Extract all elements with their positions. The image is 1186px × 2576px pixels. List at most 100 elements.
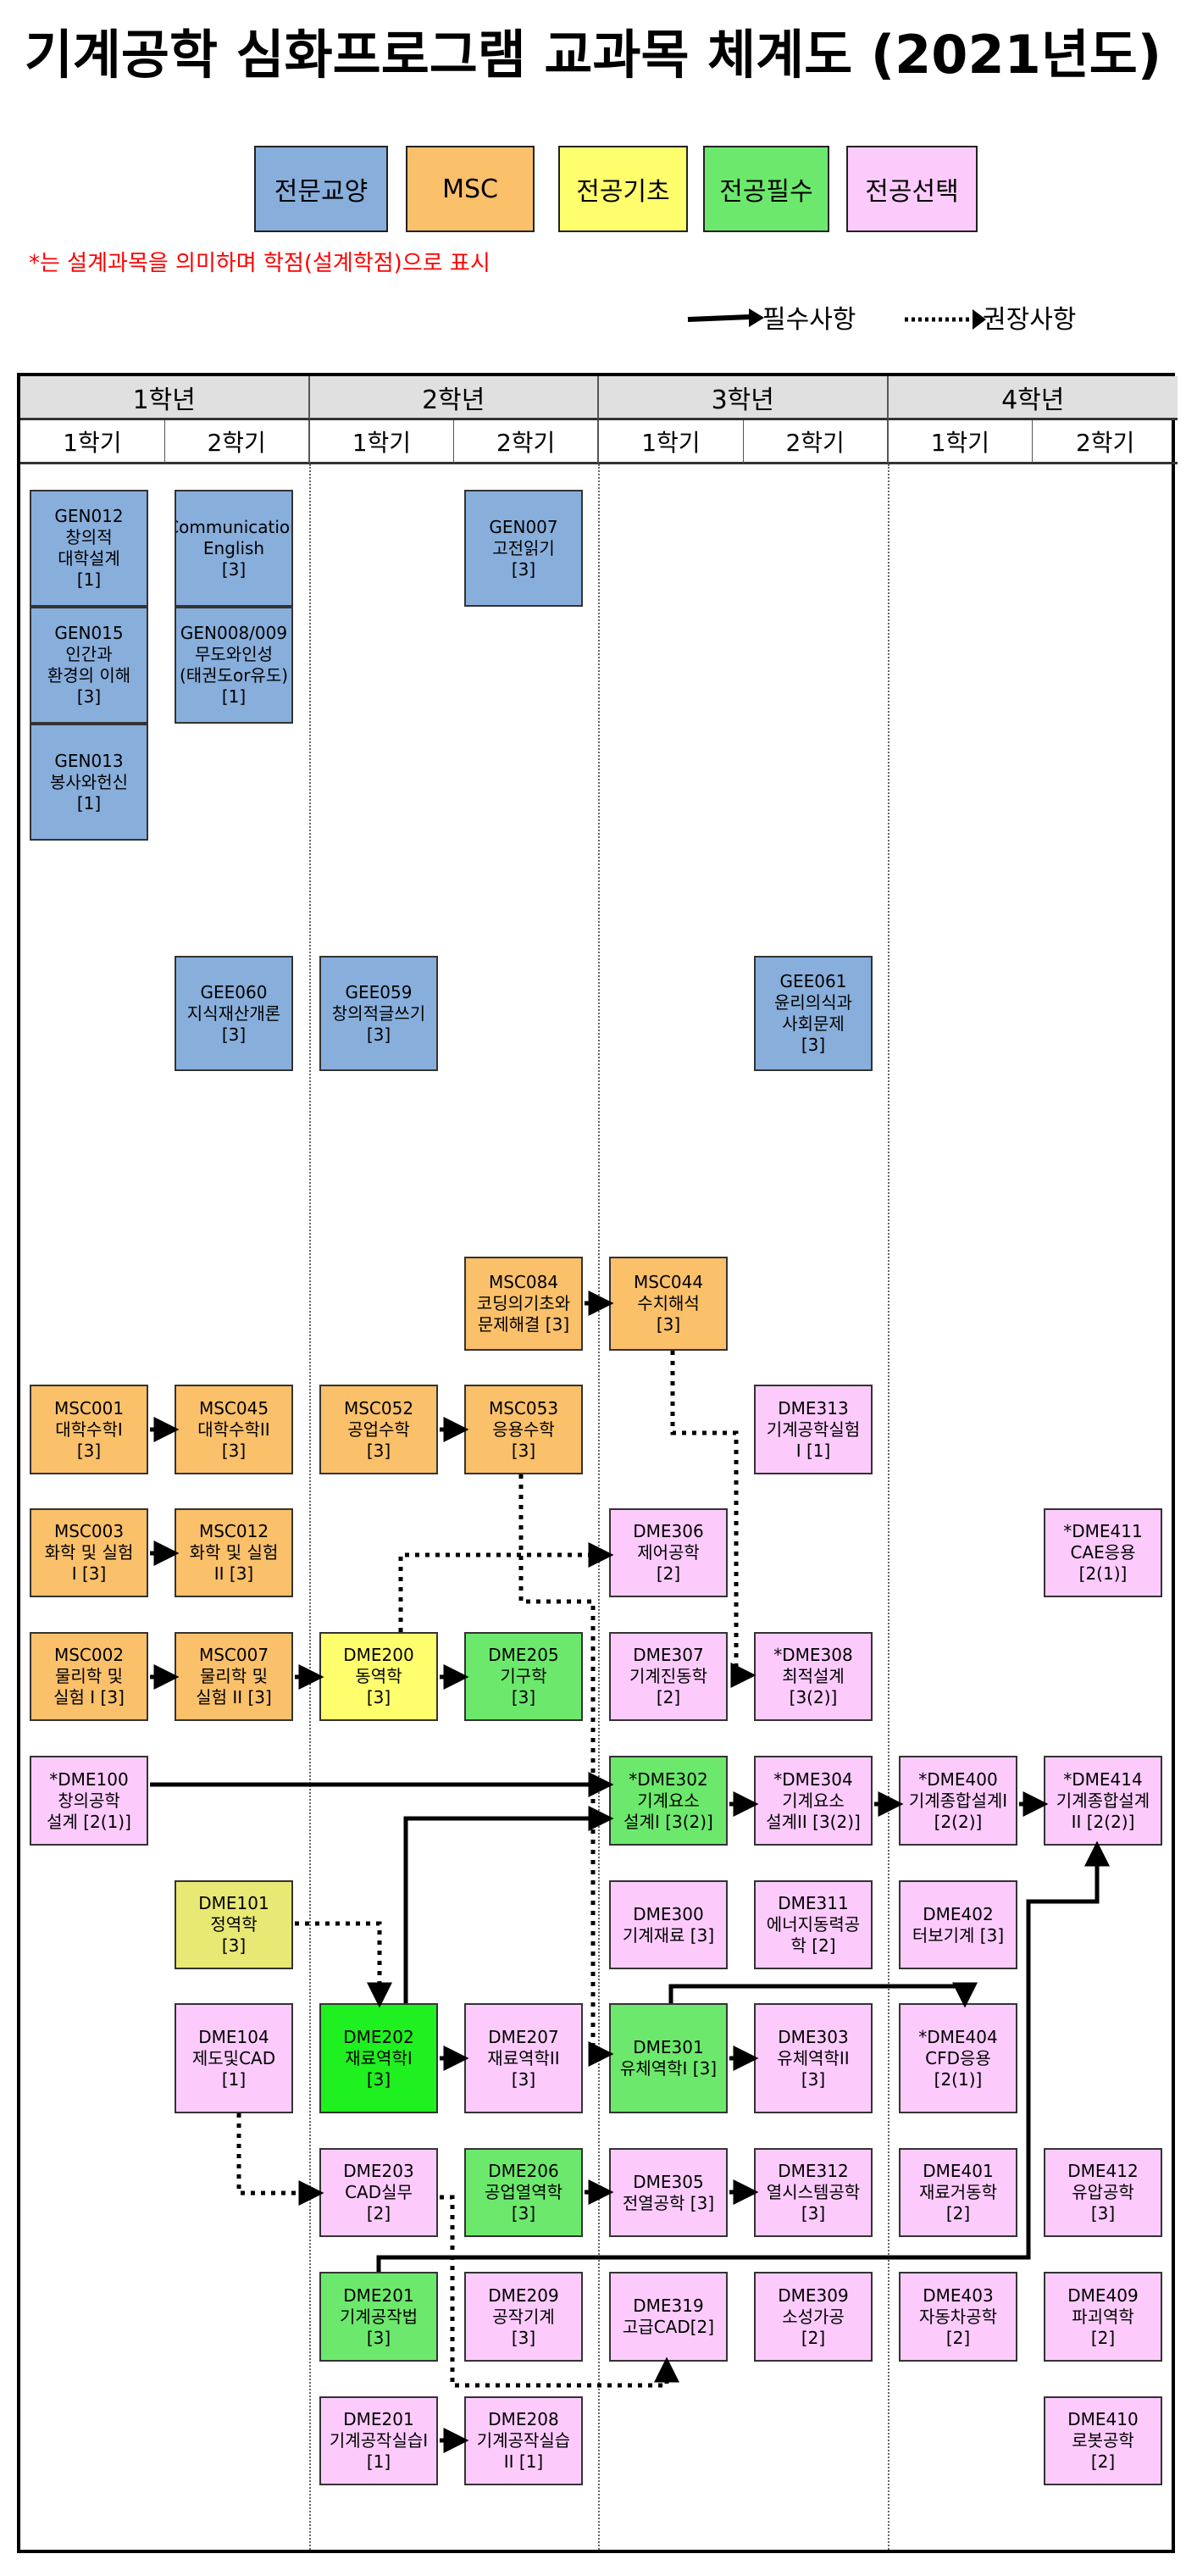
course-code: Communication xyxy=(175,516,291,537)
course-code: GEE061 xyxy=(779,971,847,991)
course-text: 봉사와헌신 xyxy=(50,771,128,792)
course-box-communication[interactable]: CommunicationEnglish[3] xyxy=(175,490,293,607)
course-code: DME410 xyxy=(1067,2409,1139,2429)
dotted-arrow-legend-icon xyxy=(905,309,986,330)
course-text: 파괴역학 xyxy=(1072,2306,1134,2327)
course-text: [2(2)] xyxy=(934,1811,983,1832)
course-text: 정역학 xyxy=(210,1914,258,1935)
course-code: DME311 xyxy=(778,1893,849,1913)
semester-header: 2학기 xyxy=(743,420,889,464)
course-text: 대학수학II xyxy=(197,1418,270,1440)
course-text: 기계종합설계I xyxy=(908,1790,1008,1811)
course-code: DME305 xyxy=(633,2171,704,2192)
course-text: [3] xyxy=(366,1687,391,1707)
course-code: DME202 xyxy=(343,2026,414,2047)
semester-header: 2학기 xyxy=(164,420,310,464)
course-code: DME402 xyxy=(923,1903,994,1924)
year-header: 3학년 xyxy=(599,376,889,420)
course-text: 기계공작법 xyxy=(340,2306,418,2327)
course-text: 동역학 xyxy=(355,1666,402,1686)
course-code: *DME404 xyxy=(918,2026,998,2047)
course-text: 유압공학 xyxy=(1072,2182,1134,2202)
course-code: MSC044 xyxy=(633,1272,704,1292)
course-code: DME307 xyxy=(633,1645,704,1665)
course-code: DME301 xyxy=(633,2037,704,2057)
course-text: 기계공학실험 xyxy=(766,1418,861,1440)
course-text: I [1] xyxy=(795,1440,831,1461)
legend-required: 전공필수 xyxy=(703,146,829,232)
course-code: MSC084 xyxy=(488,1272,559,1292)
course-code: DME312 xyxy=(778,2161,849,2181)
year-divider xyxy=(887,464,890,2550)
semester-header: 1학기 xyxy=(888,420,1034,464)
course-text: 학 [2] xyxy=(790,1935,836,1956)
course-code: DME401 xyxy=(923,2161,994,2181)
course-text: [3] xyxy=(366,1024,391,1045)
course-text: 고급CAD[2] xyxy=(622,2317,715,2337)
course-text: [2(1)] xyxy=(934,2068,983,2090)
course-code: DME207 xyxy=(488,2026,559,2047)
course-text: [2] xyxy=(366,2203,391,2223)
year-header: 4학년 xyxy=(888,376,1178,420)
course-text: 대학설계 xyxy=(58,548,120,569)
course-text: [3] xyxy=(221,1024,247,1045)
course-code: MSC052 xyxy=(343,1397,414,1418)
course-code: MSC007 xyxy=(198,1645,269,1665)
